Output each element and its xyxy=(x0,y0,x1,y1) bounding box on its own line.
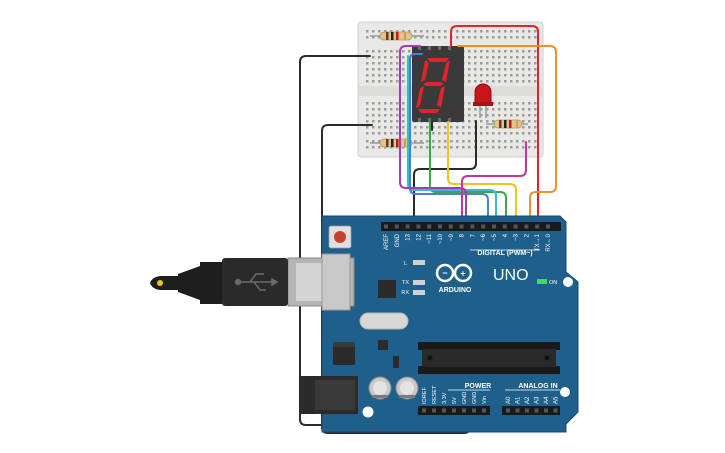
crystal-oscillator xyxy=(359,312,409,330)
reset-button[interactable] xyxy=(328,225,352,249)
digital-pin-label: RX←0 xyxy=(546,233,552,251)
wire-magenta[interactable] xyxy=(461,141,527,229)
digital-pin-label: ~10 xyxy=(438,233,444,244)
digital-pin-label: 4 xyxy=(503,233,509,237)
digital-pin-label: TX→1 xyxy=(535,233,541,251)
led-label-l: L xyxy=(404,261,407,267)
cable-tip-icon xyxy=(157,280,163,286)
analog-pin-label: A2 xyxy=(525,396,531,404)
status-leds: L TX RX xyxy=(401,260,425,296)
on-indicator: ON xyxy=(537,279,557,286)
analog-header-title: ANALOG IN xyxy=(518,383,557,390)
red-led[interactable] xyxy=(473,83,493,118)
power-header-title: POWER xyxy=(465,383,491,390)
usb-port[interactable] xyxy=(287,253,355,311)
resistor-bottom[interactable] xyxy=(370,138,424,148)
power-pin-label: Vin xyxy=(482,396,488,404)
resistor-led[interactable] xyxy=(486,119,528,129)
wire-cyan[interactable] xyxy=(407,55,497,229)
on-label: ON xyxy=(549,280,557,286)
digital-pin-label: ~11 xyxy=(427,233,433,243)
digital-header-title: DIGITAL (PWM~) xyxy=(477,250,532,257)
seven-segment-display[interactable] xyxy=(412,46,464,122)
wire-red[interactable] xyxy=(450,25,539,229)
svg-text:+: + xyxy=(460,269,465,279)
logo-text: ARDUINO xyxy=(439,287,472,294)
power-pin-labels: IOREF RESET 3.3V 5V GND GND Vin xyxy=(422,385,488,404)
capacitor-right xyxy=(395,376,419,400)
wire-blue[interactable] xyxy=(409,53,489,229)
analog-pin-label: A5 xyxy=(554,396,560,404)
wire-purple[interactable] xyxy=(399,45,467,229)
led-label-rx: RX xyxy=(401,290,409,296)
model-label: UNO xyxy=(493,267,529,284)
voltage-regulator xyxy=(333,342,355,365)
arduino-logo: − + ARDUINO xyxy=(435,263,473,294)
digital-pin-label: 13 xyxy=(406,233,412,240)
dc-power-jack[interactable] xyxy=(300,376,358,414)
power-pin-label: IOREF xyxy=(422,387,428,404)
digital-pin-label: ~5 xyxy=(492,233,498,241)
digital-pin-label: 7 xyxy=(470,233,476,237)
usb-cable[interactable] xyxy=(150,258,288,306)
analog-pin-label: A0 xyxy=(506,396,512,404)
usb-symbol-icon xyxy=(234,273,279,291)
digital-pin-label: 8 xyxy=(460,233,466,237)
led-label-tx: TX xyxy=(402,280,409,286)
resistor-top[interactable] xyxy=(370,31,424,41)
power-pin-label: GND xyxy=(472,392,478,404)
digital-pin-label: GND xyxy=(395,233,401,247)
analog-pin-label: A4 xyxy=(544,396,550,404)
power-header[interactable] xyxy=(418,406,490,415)
digital-pin-label: ~3 xyxy=(514,233,520,241)
small-chip xyxy=(378,340,388,350)
digital-pin-label: 12 xyxy=(416,233,422,240)
power-pin-label: GND xyxy=(462,392,468,404)
power-pin-label: 5V xyxy=(452,397,458,404)
digital-pin-label: ~9 xyxy=(449,233,455,241)
digital-pin-label: 2 xyxy=(524,233,530,237)
wire-yellow[interactable] xyxy=(447,121,517,229)
power-pin-label: 3.3V xyxy=(442,392,448,404)
analog-pin-label: A3 xyxy=(535,396,541,404)
analog-header[interactable] xyxy=(502,406,560,415)
digital-header[interactable] xyxy=(381,222,561,231)
power-pin-label: RESET xyxy=(432,385,438,404)
digital-pin-label: ~6 xyxy=(481,233,487,241)
svg-text:−: − xyxy=(442,268,447,278)
display-segments xyxy=(416,58,450,113)
atmega-chip[interactable] xyxy=(418,342,560,374)
capacitor-left xyxy=(368,376,392,400)
digital-pin-label: AREF xyxy=(384,234,390,250)
transistor xyxy=(393,356,399,368)
usb-chip xyxy=(378,280,396,298)
analog-pin-label: A1 xyxy=(516,396,522,404)
wire-black-display-gnd[interactable] xyxy=(413,120,477,229)
wire-orange[interactable] xyxy=(457,45,557,229)
